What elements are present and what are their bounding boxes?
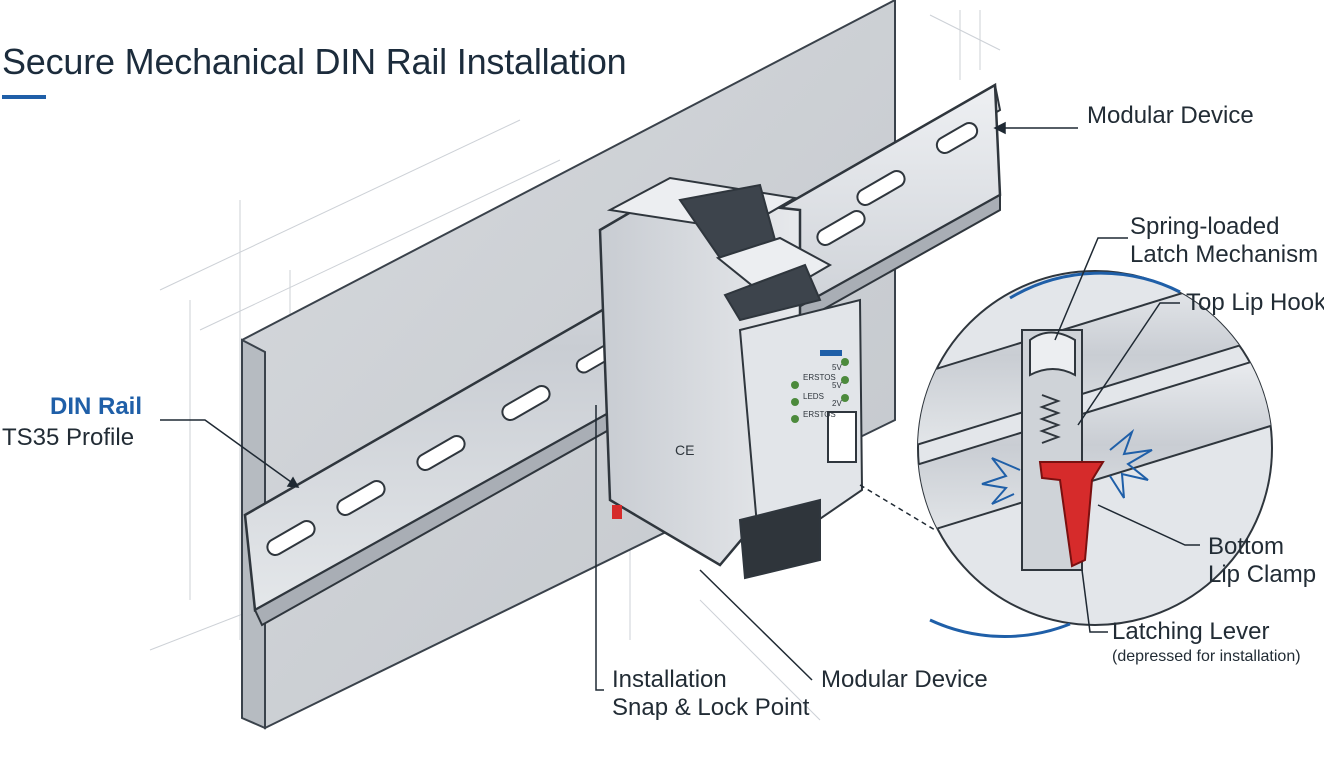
- label-installation-2: Snap & Lock Point: [612, 694, 810, 721]
- label-modular-device-top: Modular Device: [1087, 102, 1254, 129]
- label-installation-1: Installation: [612, 666, 727, 693]
- device-volt-1: 5V: [832, 363, 842, 372]
- device-text-1: ERSTOS: [803, 373, 836, 382]
- label-din-rail: DIN Rail: [50, 393, 143, 420]
- label-spring-loaded-1: Spring-loaded: [1130, 213, 1280, 240]
- device-text-3: ERSTOS: [803, 410, 836, 419]
- device-volt-2: 5V: [832, 381, 842, 390]
- label-ts35-profile: TS35 Profile: [2, 424, 135, 451]
- title-underline: [2, 95, 46, 99]
- ce-mark: CE: [675, 442, 694, 458]
- label-latching-lever: Latching Lever: [1112, 618, 1270, 645]
- page-title: Secure Mechanical DIN Rail Installation: [2, 41, 627, 82]
- snap-burst-left: [981, 457, 1021, 505]
- label-top-lip-hook: Top Lip Hook: [1186, 289, 1324, 316]
- label-spring-loaded-2: Latch Mechanism: [1130, 241, 1319, 268]
- device-volt-3: 2V: [832, 399, 842, 408]
- device-text-2: LEDS: [803, 392, 824, 401]
- label-modular-device-bottom: Modular Device: [821, 666, 988, 693]
- label-bottom-lip-clamp-1: Bottom: [1208, 533, 1285, 560]
- rail-slots: [266, 122, 979, 556]
- label-latching-lever-note: (depressed for installation): [1112, 648, 1301, 665]
- label-bottom-lip-clamp-2: Lip Clamp: [1208, 561, 1317, 588]
- zoom-inset: [917, 270, 1273, 639]
- snap-burst-right: [1109, 428, 1153, 499]
- callout-lines: [160, 121, 1200, 691]
- modular-device: ERSTOS LEDS ERSTOS 5V 5V 2V CE: [598, 176, 864, 580]
